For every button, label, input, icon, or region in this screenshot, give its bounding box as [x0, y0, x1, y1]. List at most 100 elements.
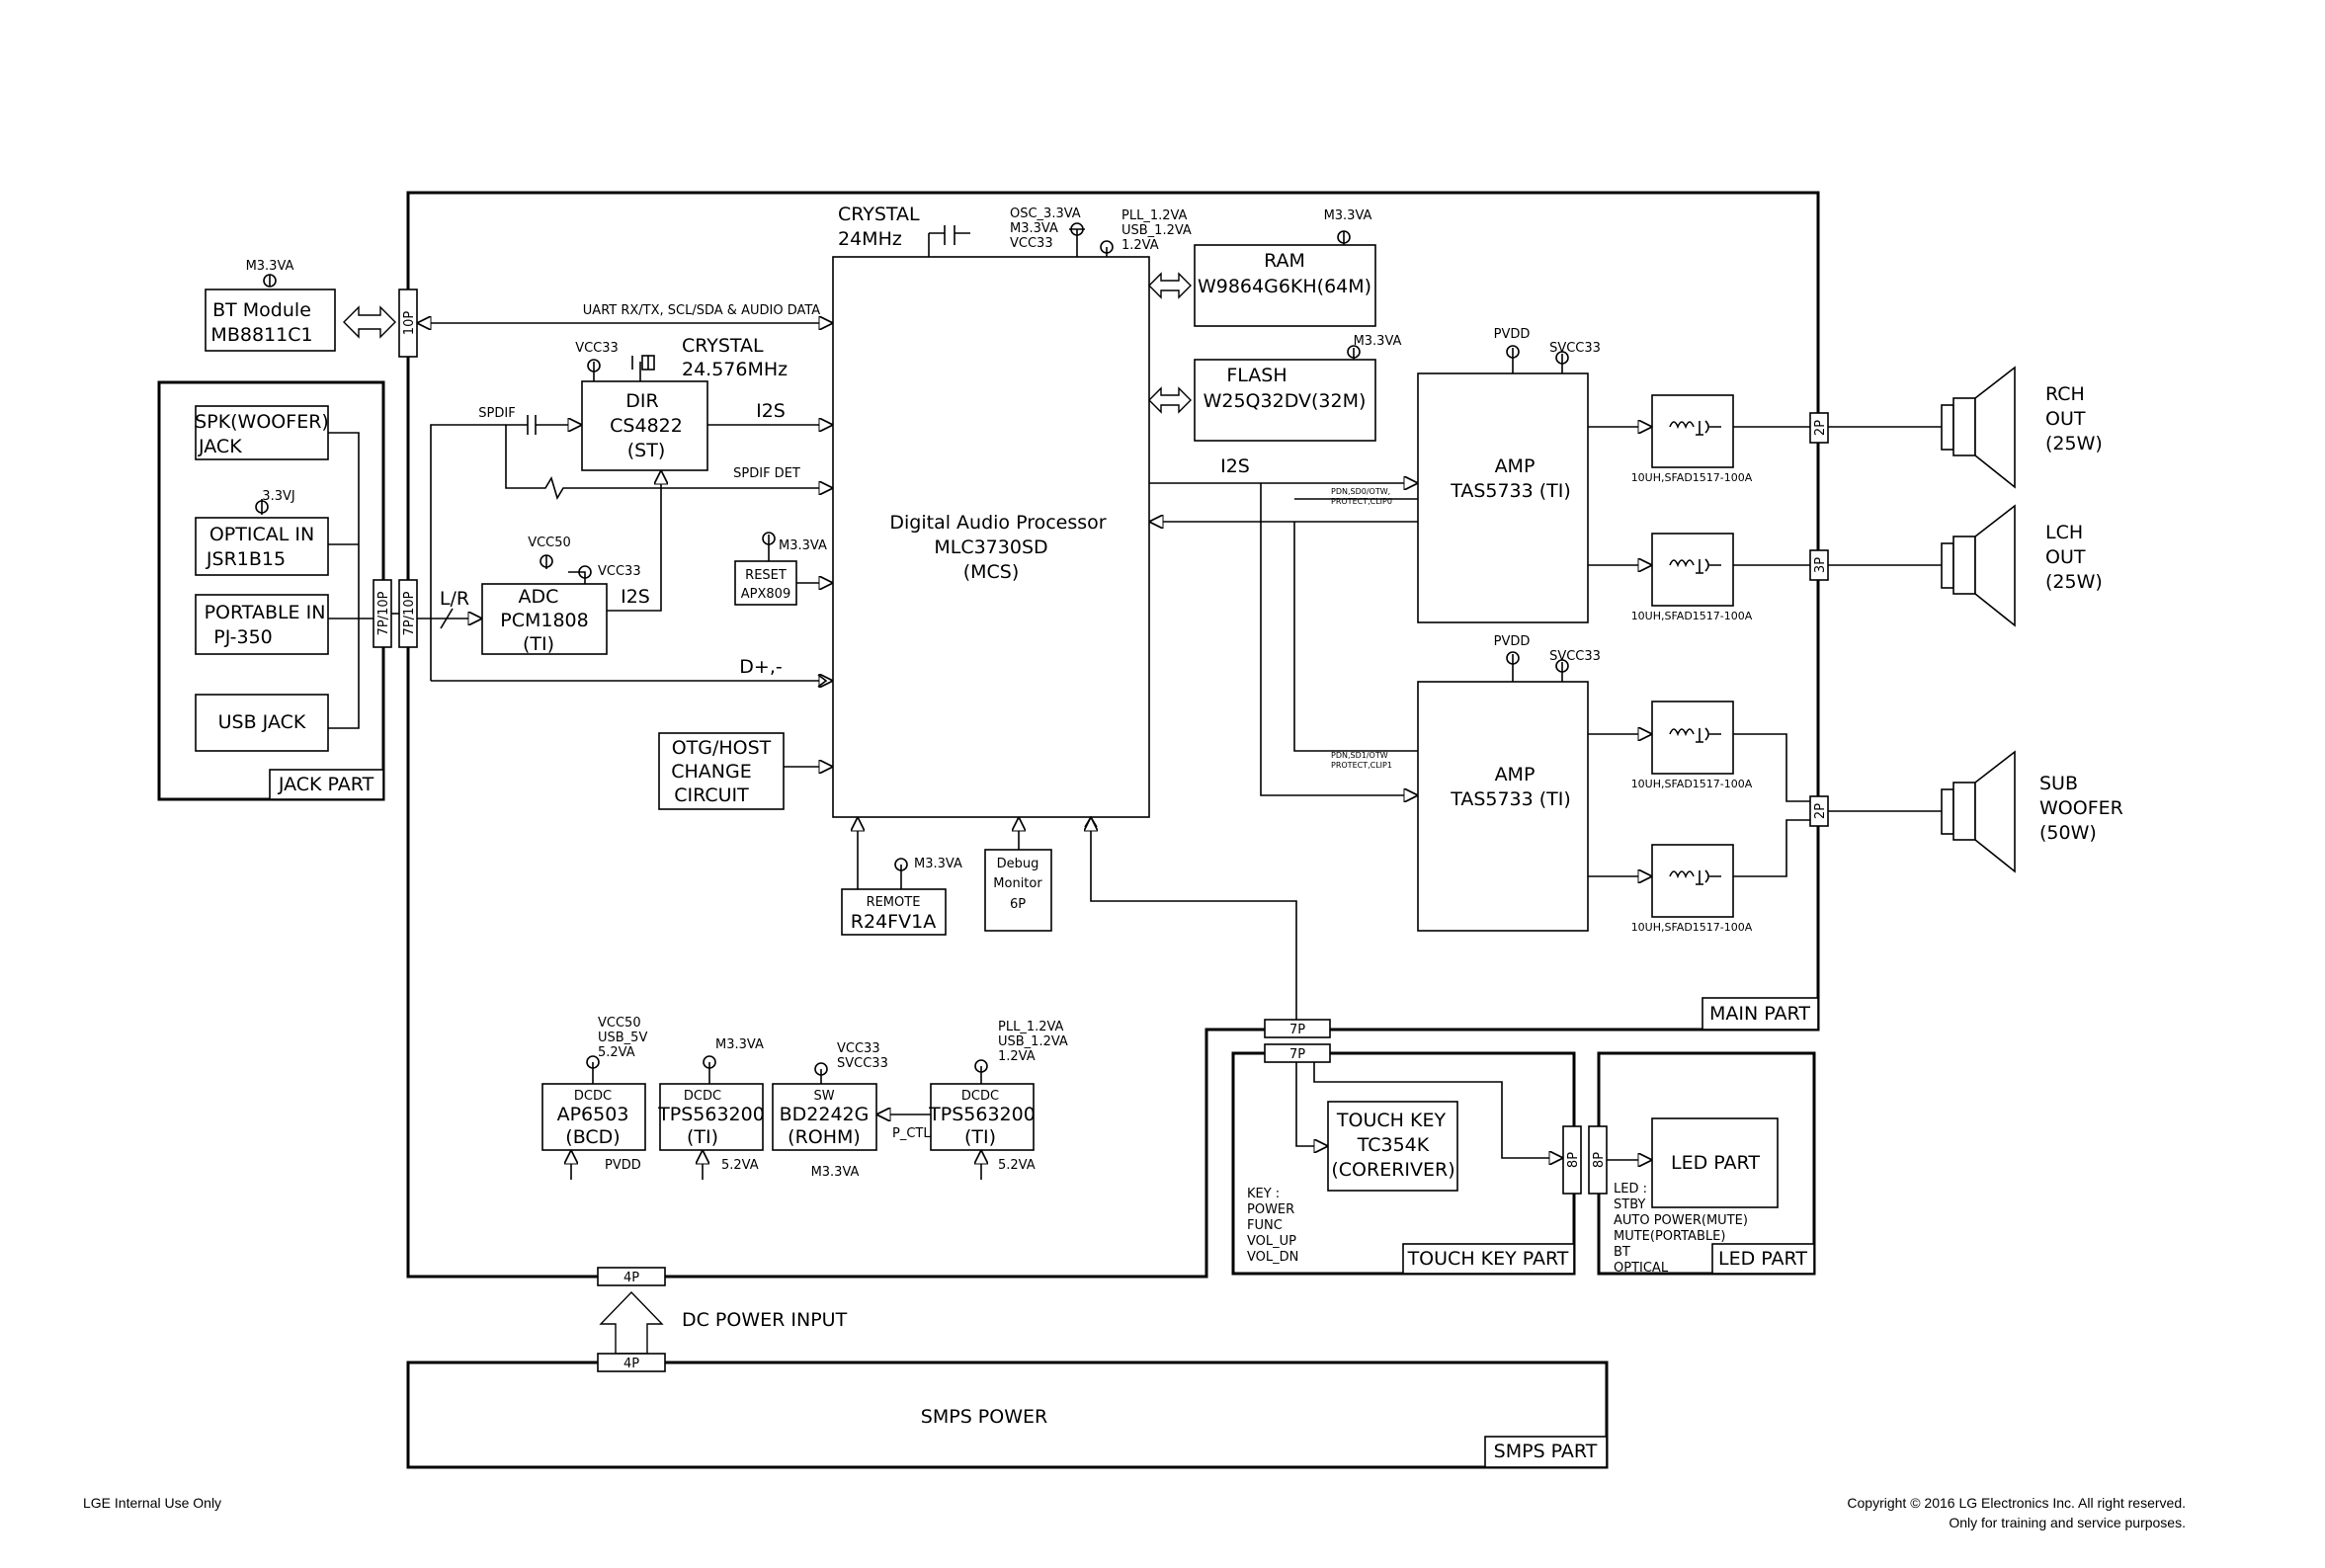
crystal2-line2: 24.576MHz — [682, 359, 788, 380]
touch-key-list-3: VOL_UP — [1247, 1234, 1296, 1249]
usb-jack-box — [195, 694, 329, 752]
led-list-4: BT — [1614, 1245, 1630, 1260]
speaker-sub-icon — [1941, 750, 2016, 873]
dc3-line3: (TI) — [964, 1126, 996, 1148]
lch-line2: OUT — [2045, 546, 2086, 568]
ram-box — [1194, 244, 1376, 327]
optical-in-line1: OPTICAL IN — [209, 524, 314, 545]
jack-connector-a-label: 7P/10P — [376, 591, 391, 635]
dc1-box — [541, 1083, 646, 1151]
sw-line2: BD2242G — [780, 1104, 870, 1125]
dc3-out3: 1.2VA — [998, 1049, 1036, 1064]
dc2-line3: (TI) — [687, 1126, 718, 1148]
dc-input-connector-top — [597, 1267, 666, 1286]
adc-box — [481, 583, 608, 655]
signal-i2s-adc: I2S — [621, 586, 650, 608]
led-list-1: STBY — [1614, 1197, 1645, 1212]
touch-part-tag: TOUCH KEY PART — [1407, 1248, 1569, 1270]
remote-line2: R24FV1A — [851, 911, 936, 933]
reset-line2: APX809 — [741, 587, 790, 602]
led-part-tag-box — [1711, 1243, 1815, 1275]
otg-line2: CHANGE — [671, 761, 752, 783]
otg-box — [658, 732, 785, 810]
debug-line3: 6P — [1010, 897, 1026, 912]
usb-jack-label: USB JACK — [218, 711, 306, 733]
ram-supply: M3.3VA — [1324, 208, 1372, 223]
adc-supply2: VCC33 — [598, 564, 641, 579]
dc3-line2: TPS563200 — [928, 1104, 1036, 1125]
led-connector-b-label: 8P — [1592, 1152, 1607, 1168]
signal-i2s-dir: I2S — [756, 400, 786, 422]
footer-right-2: Only for training and service purposes. — [1949, 1515, 2186, 1530]
footer-left: LGE Internal Use Only — [83, 1495, 221, 1511]
dsp-line1: Digital Audio Processor — [889, 512, 1106, 534]
bt-supply: M3.3VA — [246, 259, 294, 274]
debug-box — [984, 849, 1052, 932]
signal-pctl: P_CTL — [892, 1126, 931, 1141]
otg-line3: CIRCUIT — [674, 784, 749, 806]
dc2-in: 5.2VA — [721, 1158, 759, 1173]
touch-key-line1: TOUCH KEY — [1336, 1110, 1447, 1131]
signal-spdif-det: SPDIF DET — [733, 466, 800, 481]
main-part-outline — [406, 191, 1820, 1279]
amp1-ctl2: PROTECT,CLIP0 — [1331, 497, 1392, 506]
bt-module-name: BT Module — [212, 299, 311, 321]
smps-part-tag: SMPS PART — [1494, 1441, 1598, 1462]
dc1-out2: USB_5V — [598, 1031, 647, 1045]
amp1-box — [1417, 372, 1589, 623]
filter-rch-label: 10UH,SFAD1517-100A — [1631, 471, 1753, 484]
dc3-out1: PLL_1.2VA — [998, 1020, 1064, 1034]
dc-input-connector-bottom — [597, 1353, 666, 1372]
smps-part-outline — [406, 1361, 1609, 1469]
touch-connector-7p-label: 7P — [1289, 1047, 1305, 1062]
crystal2-line1: CRYSTAL — [682, 335, 764, 357]
touch-part-tag-box — [1402, 1243, 1575, 1275]
touch-key-box — [1327, 1101, 1458, 1192]
filter-sub1: 10UH,SFAD1517-100A — [1588, 701, 1810, 802]
filter-sub2-label: 10UH,SFAD1517-100A — [1631, 921, 1753, 934]
dc1-in: PVDD — [605, 1158, 641, 1173]
amp1-supply2: SVCC33 — [1549, 341, 1601, 356]
filter-sub1-label: 10UH,SFAD1517-100A — [1631, 778, 1753, 790]
main-part-tag-box — [1702, 997, 1819, 1031]
jack-part-tag: JACK PART — [278, 774, 374, 795]
portable-in-box — [195, 594, 329, 655]
adc-line1: ADC — [519, 586, 559, 608]
lch-line3: (25W) — [2045, 571, 2103, 593]
otg-line1: OTG/HOST — [672, 737, 772, 759]
dc3-in: 5.2VA — [998, 1158, 1036, 1173]
led-connector-a — [1562, 1125, 1582, 1195]
led-list-5: OPTICAL — [1614, 1261, 1669, 1276]
filter-lch-label: 10UH,SFAD1517-100A — [1631, 610, 1753, 622]
remote-line1: REMOTE — [867, 895, 921, 910]
flash-line2: W25Q32DV(32M) — [1204, 390, 1367, 412]
main-connector-7p-label: 7P — [1289, 1023, 1305, 1037]
led-part-label: LED PART — [1671, 1152, 1760, 1174]
sw-box — [772, 1083, 877, 1151]
dsp-supply-usb: USB_1.2VA — [1121, 223, 1192, 238]
jack-connector-b-label: 7P/10P — [402, 591, 417, 635]
sw-line3: (ROHM) — [788, 1126, 861, 1148]
sub-connector-label: 2P — [1813, 803, 1828, 819]
led-part-box — [1651, 1117, 1779, 1208]
main-connector-7p — [1264, 1019, 1331, 1038]
spk-jack-line1: SPK(WOOFER) — [195, 411, 329, 433]
ram-line1: RAM — [1264, 250, 1305, 272]
sw-out1: VCC33 — [837, 1041, 880, 1056]
signal-lr: L/R — [440, 588, 469, 610]
sw-out2: SVCC33 — [837, 1056, 888, 1071]
amp2-box — [1417, 681, 1589, 932]
dsp-supply-vcc33: VCC33 — [1010, 236, 1053, 251]
dc-input-connector-bottom-label: 4P — [623, 1357, 639, 1371]
rch-line3: (25W) — [2045, 433, 2103, 454]
filter-rch: 10UH,SFAD1517-100A — [1588, 394, 1810, 484]
dir-box — [581, 380, 708, 471]
rch-line2: OUT — [2045, 408, 2086, 430]
portable-in-line2: PJ-350 — [213, 626, 273, 648]
touch-key-list-2: FUNC — [1247, 1218, 1283, 1233]
bt-connector-label: 10P — [402, 311, 417, 336]
footer-right-1: Copyright © 2016 LG Electronics Inc. All… — [1847, 1495, 2186, 1511]
ram-link-arrow — [1148, 272, 1192, 299]
amp2-ctl1: PDN,SD1/OTW — [1331, 751, 1388, 760]
